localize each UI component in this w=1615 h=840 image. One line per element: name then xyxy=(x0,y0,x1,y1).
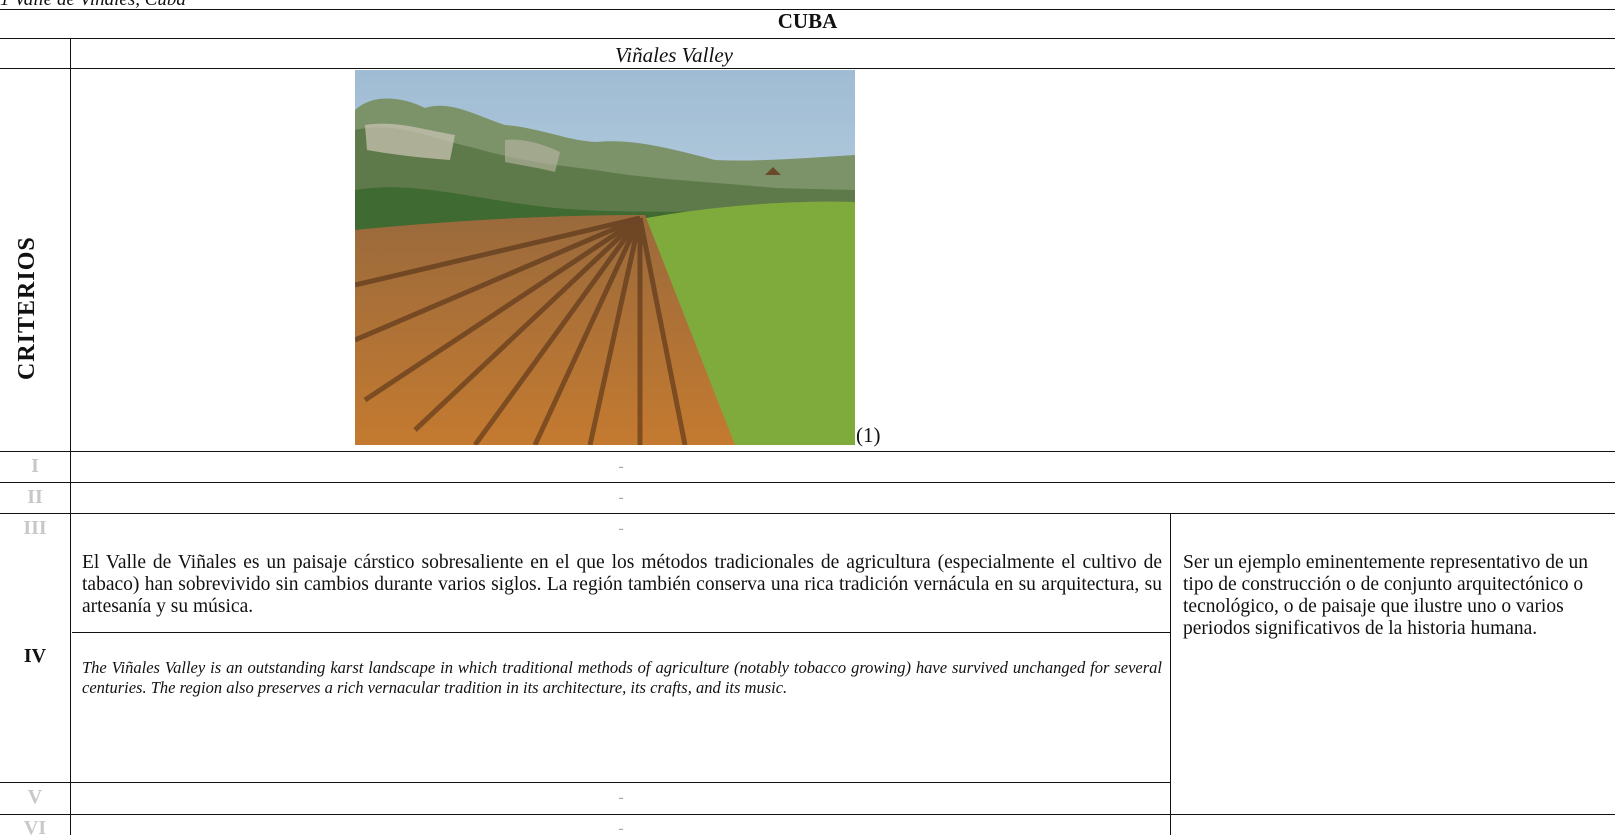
document-heading-partial: 1 Valle de Viñales, Cuba xyxy=(0,0,186,11)
criterion-numeral-iv: IV xyxy=(23,645,47,667)
criterion-value-v: - xyxy=(618,789,624,806)
description-spanish: El Valle de Viñales es un paisaje cársti… xyxy=(82,552,1162,617)
table-top-border xyxy=(0,9,1615,10)
row-divider xyxy=(0,814,1615,815)
criterion-value-ii: - xyxy=(618,489,624,506)
criterios-label: CRITERIOS xyxy=(14,236,40,380)
criterion-numeral-ii: II xyxy=(27,486,43,508)
criterion-numeral-i: I xyxy=(31,455,39,477)
site-name: Viñales Valley xyxy=(615,43,733,67)
row-divider xyxy=(0,451,1615,452)
description-english: The Viñales Valley is an outstanding kar… xyxy=(82,658,1162,697)
photo-caption: (1) xyxy=(856,423,881,447)
column-divider xyxy=(70,38,71,835)
row-divider xyxy=(0,38,1615,39)
criterion-iv-definition: Ser un ejemplo eminentemente representat… xyxy=(1183,552,1589,639)
row-divider xyxy=(0,782,1615,783)
criterion-value-vi: - xyxy=(618,820,624,837)
column-divider xyxy=(1170,513,1171,835)
language-divider xyxy=(72,632,1170,633)
criterion-value-iii: - xyxy=(618,520,624,537)
merged-cell-gap xyxy=(1170,782,1615,784)
valley-photo xyxy=(355,70,855,445)
criterion-numeral-vi: VI xyxy=(23,817,47,839)
country-title: CUBA xyxy=(777,9,838,33)
row-divider xyxy=(0,68,1615,69)
row-divider xyxy=(0,513,1615,514)
criterion-value-i: - xyxy=(618,458,624,475)
row-divider xyxy=(0,482,1615,483)
criterion-numeral-iii: III xyxy=(23,517,47,539)
criterion-numeral-v: V xyxy=(27,786,43,808)
